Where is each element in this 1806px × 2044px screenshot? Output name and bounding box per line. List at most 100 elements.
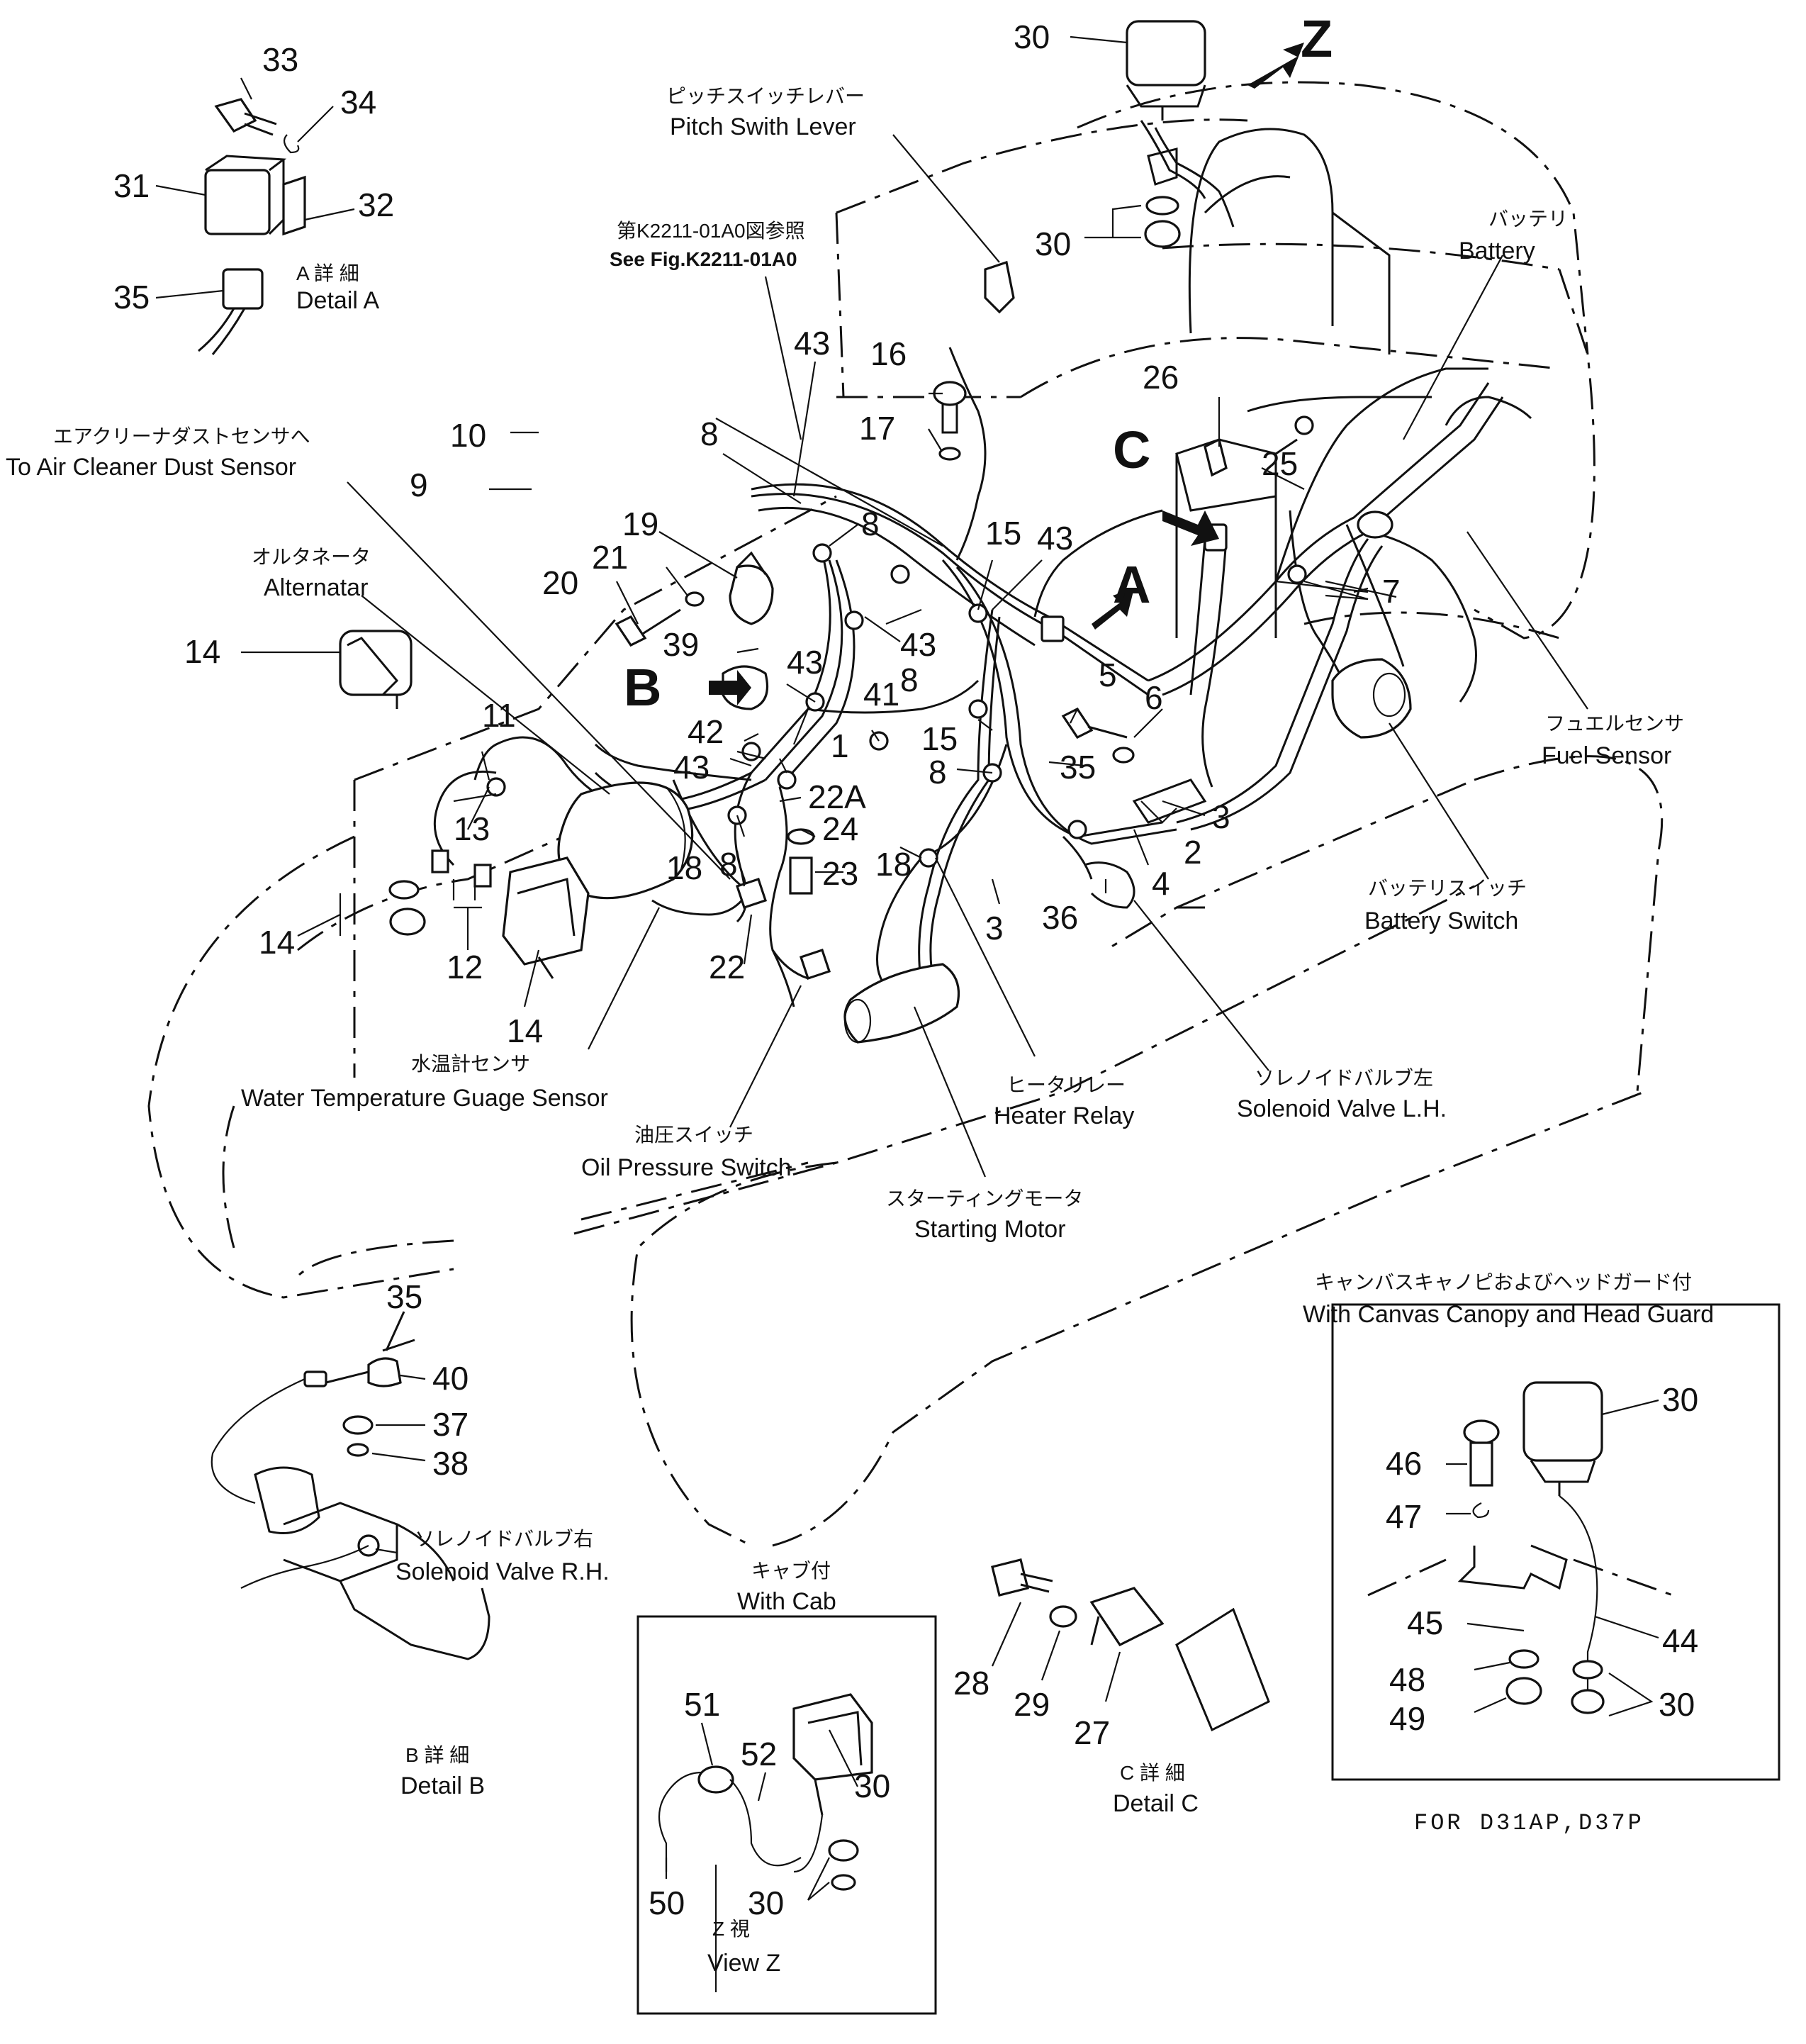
callout: 26 bbox=[1143, 359, 1179, 396]
label-pitch-en: Pitch Swith Lever bbox=[670, 113, 856, 140]
label-view-z-en: View Z bbox=[707, 1950, 780, 1977]
callout: 14 bbox=[507, 1012, 543, 1049]
battery-switch bbox=[1331, 658, 1412, 739]
label-detail-b-en: Detail B bbox=[400, 1772, 485, 1799]
callout: 2 bbox=[1184, 834, 1202, 871]
label-pitch-jp: ピッチスイッチレバー bbox=[666, 85, 865, 107]
callout: 22A bbox=[808, 778, 866, 815]
callout: 36 bbox=[1042, 899, 1078, 936]
callout: 28 bbox=[953, 1665, 989, 1702]
callout: 14 bbox=[184, 633, 220, 670]
callout: 41 bbox=[863, 676, 899, 713]
starting-motor bbox=[843, 963, 960, 1044]
callout: 35 bbox=[113, 279, 150, 315]
label-canopy-jp: キャンバスキャノピおよびヘッドガード付 bbox=[1315, 1271, 1692, 1293]
label-alternator-jp: オルタネータ bbox=[252, 546, 371, 568]
label-seefig-jp: 第K2211-01A0図参照 bbox=[617, 220, 805, 242]
callout: 11 bbox=[482, 697, 516, 734]
callout: 31 bbox=[113, 167, 150, 204]
callout: 43 bbox=[673, 749, 710, 786]
label-seefig-en: See Fig.K2211-01A0 bbox=[610, 248, 797, 270]
label-batswitch-jp: バッテリスイッチ bbox=[1368, 877, 1527, 899]
label-canopy-en: With Canvas Canopy and Head Guard bbox=[1303, 1301, 1714, 1328]
callout: 42 bbox=[688, 713, 724, 750]
lower-lamp-14 bbox=[502, 856, 590, 966]
callout: 13 bbox=[454, 810, 490, 847]
callout: 9 bbox=[410, 467, 428, 503]
callout: 8 bbox=[719, 846, 738, 883]
view-letter-b: B bbox=[624, 658, 661, 717]
callout: 16 bbox=[870, 335, 907, 372]
label-oil-jp: 油圧スイッチ bbox=[634, 1124, 753, 1146]
callout: 30 bbox=[748, 1884, 784, 1921]
label-batswitch-en: Battery Switch bbox=[1364, 907, 1518, 934]
callout: 32 bbox=[358, 186, 394, 223]
callout: 44 bbox=[1662, 1622, 1698, 1659]
label-solenoid-lh-jp: ソレノイドバルブ左 bbox=[1255, 1067, 1433, 1089]
callout: 17 bbox=[859, 410, 895, 447]
callout: 43 bbox=[1037, 520, 1073, 557]
callout: 4 bbox=[1152, 865, 1170, 902]
callout: 52 bbox=[741, 1736, 777, 1772]
label-solenoid-lh-en: Solenoid Valve L.H. bbox=[1237, 1095, 1447, 1122]
label-for-model: FOR D31AP,D37P bbox=[1414, 1810, 1644, 1836]
callout: 48 bbox=[1389, 1661, 1425, 1698]
callout: 50 bbox=[649, 1884, 685, 1921]
label-solenoid-rh-en: Solenoid Valve R.H. bbox=[396, 1558, 610, 1585]
components bbox=[339, 20, 1432, 1044]
label-battery-en: Battery bbox=[1459, 238, 1535, 264]
callout: 40 bbox=[432, 1360, 469, 1397]
label-oil-en: Oil Pressure Switch bbox=[581, 1154, 792, 1181]
callout: 30 bbox=[854, 1767, 890, 1804]
callout: 30 bbox=[1662, 1381, 1698, 1418]
label-cab-jp: キャブ付 bbox=[751, 1560, 831, 1582]
callout: 45 bbox=[1407, 1604, 1443, 1641]
callout: 22 bbox=[709, 949, 745, 985]
label-battery-jp: バッテリ bbox=[1488, 208, 1568, 230]
callout: 3 bbox=[1212, 798, 1230, 835]
callout: 1 bbox=[831, 727, 849, 764]
callout: 8 bbox=[929, 754, 947, 791]
callout: 33 bbox=[262, 41, 298, 78]
callout: 8 bbox=[861, 506, 880, 542]
callout: 37 bbox=[432, 1406, 469, 1443]
canopy-box bbox=[1331, 1303, 1780, 1781]
label-heater-en: Heater Relay bbox=[994, 1102, 1134, 1129]
leader-lines bbox=[241, 35, 1588, 1178]
callout: 34 bbox=[340, 84, 376, 121]
callout: 8 bbox=[700, 415, 719, 452]
view-letter-z: Z bbox=[1301, 9, 1333, 68]
label-aircleaner-jp: エアクリーナダストセンサへ bbox=[53, 425, 310, 447]
detail-c bbox=[991, 1558, 1270, 1732]
label-cab-en: With Cab bbox=[737, 1588, 836, 1615]
callout: 10 bbox=[450, 417, 486, 454]
callout: 23 bbox=[822, 855, 858, 892]
callout: 25 bbox=[1262, 445, 1298, 482]
callout: 43 bbox=[900, 626, 936, 663]
callout: 27 bbox=[1074, 1714, 1110, 1751]
callout: 3 bbox=[985, 910, 1004, 946]
view-letter-c: C bbox=[1113, 420, 1150, 479]
callout: 24 bbox=[822, 810, 858, 847]
label-aircleaner-en: To Air Cleaner Dust Sensor bbox=[6, 454, 296, 481]
callout: 7 bbox=[1382, 573, 1401, 610]
callout: 43 bbox=[787, 644, 823, 681]
callout: 47 bbox=[1386, 1498, 1422, 1535]
callout: 35 bbox=[386, 1278, 422, 1315]
label-water-jp: 水温計センサ bbox=[411, 1053, 530, 1075]
callout: 12 bbox=[447, 949, 483, 985]
view-letter-a: A bbox=[1113, 555, 1150, 614]
callout: 35 bbox=[1060, 749, 1096, 786]
detail-b bbox=[211, 1311, 490, 1660]
callout: 5 bbox=[1099, 657, 1117, 693]
label-detail-b-jp: B 詳 細 bbox=[405, 1744, 469, 1766]
label-detail-c-jp: C 詳 細 bbox=[1120, 1762, 1185, 1784]
label-starting-jp: スターティングモータ bbox=[886, 1188, 1083, 1210]
fuel-sensor bbox=[1357, 510, 1393, 539]
callout: 6 bbox=[1145, 679, 1163, 716]
callout: 30 bbox=[1014, 18, 1050, 55]
label-starting-en: Starting Motor bbox=[914, 1216, 1066, 1243]
callout: 46 bbox=[1386, 1445, 1422, 1482]
callout: 20 bbox=[542, 564, 578, 601]
